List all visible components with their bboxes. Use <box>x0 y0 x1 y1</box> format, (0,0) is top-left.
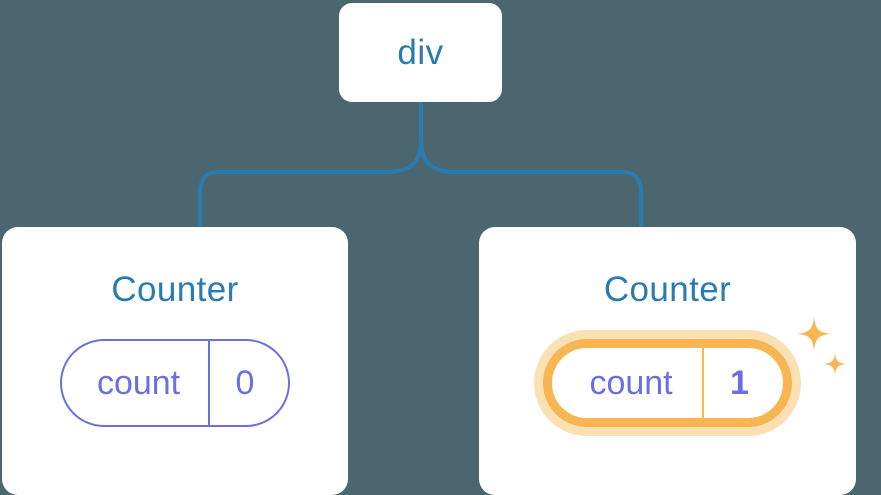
state-pill-right[interactable]: count 1 <box>543 339 792 427</box>
node-div-label: div <box>397 33 444 72</box>
state-pill-left[interactable]: count 0 <box>59 339 291 427</box>
node-counter-right[interactable]: Counter count 1 <box>479 227 856 495</box>
state-pill-left-value: 0 <box>207 341 289 425</box>
state-pill-right-value: 1 <box>702 348 783 418</box>
state-pill-right-wrap: count 1 <box>543 317 846 427</box>
sparkle-small-icon <box>823 353 846 375</box>
sparkle-group <box>797 317 846 375</box>
node-counter-left-label: Counter <box>111 270 239 309</box>
sparkle-large-icon <box>797 317 831 351</box>
state-pill-left-wrap: count 0 <box>59 339 291 427</box>
node-div[interactable]: div <box>339 3 502 102</box>
state-pill-right-key: count <box>589 364 673 402</box>
node-counter-left[interactable]: Counter count 0 <box>2 227 348 495</box>
state-pill-left-key: count <box>96 364 181 402</box>
node-counter-right-label: Counter <box>603 270 732 309</box>
